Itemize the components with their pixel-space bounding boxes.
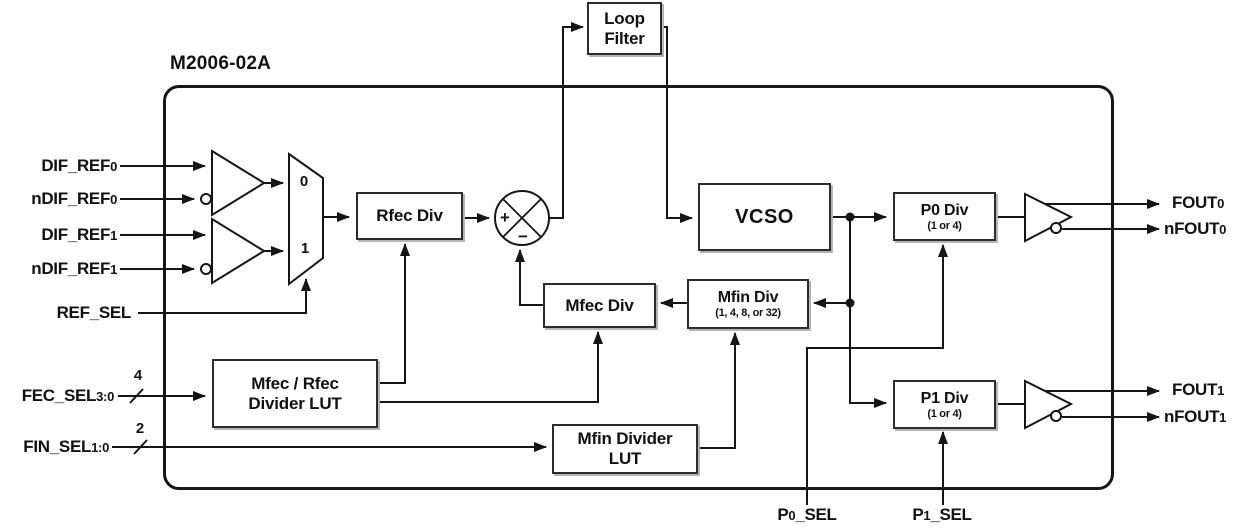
- port-text: nDIF_REF: [31, 189, 111, 208]
- mfin-divider-lut-block: Mfin Divider LUT: [552, 424, 698, 474]
- port-subscript: 0: [1217, 196, 1225, 211]
- port-ndif-ref0: nDIF_REF0: [0, 189, 117, 209]
- port-text: FOUT: [1172, 380, 1218, 399]
- block-label: Mfec / Rfec: [251, 373, 339, 393]
- block-label: P0 Div: [920, 201, 969, 219]
- vcso-block: VCSO: [698, 183, 831, 251]
- mux-input0-label: 0: [299, 173, 309, 190]
- fec-sel-bus-width: 4: [133, 367, 143, 384]
- port-subscript: 1:0: [91, 440, 109, 455]
- p0-sel-wire: [806, 244, 948, 505]
- port-subscript: 3:0: [96, 389, 114, 404]
- port-text: DIF_REF: [41, 156, 111, 175]
- port-subscript: 1: [110, 228, 117, 243]
- port-p0-sel: P0_SEL: [757, 505, 857, 525]
- mfin-div-block: Mfin Div (1, 4, 8, or 32): [687, 279, 809, 329]
- phase-detector-plus-sign: +: [500, 208, 510, 227]
- p1-div-block: P1 Div (1 or 4): [893, 380, 996, 429]
- port-ref-sel: REF_SEL: [0, 303, 132, 323]
- input-buffer1-icon: [211, 217, 266, 285]
- port-text: FOUT: [1172, 193, 1218, 212]
- inverting-input-bubble1-icon: [200, 263, 212, 275]
- ref-sel-wire: [138, 278, 311, 314]
- p0-div-block: P0 Div (1 or 4): [893, 192, 996, 241]
- port-nfout0: nFOUT0: [1164, 219, 1226, 239]
- phase-detector-cross-icon: [502, 198, 542, 238]
- vcso-feedback-to-p1-wire: [849, 217, 887, 408]
- block-sublabel: (1 or 4): [927, 407, 962, 420]
- junction-dot: [845, 212, 855, 222]
- port-dif-ref0: DIF_REF0: [0, 156, 117, 176]
- port-ndif-ref1: nDIF_REF1: [0, 259, 117, 279]
- port-text: DIF_REF: [41, 225, 111, 244]
- port-p1-sel: P1_SEL: [892, 505, 992, 525]
- port-text: P: [912, 505, 924, 524]
- port-fec-sel: FEC_SEL3:0: [0, 386, 115, 406]
- port-text: _SEL: [795, 505, 837, 524]
- phase-detector-minus-sign: −: [518, 227, 528, 246]
- input-buffer0-icon: [211, 149, 266, 217]
- port-text: nDIF_REF: [31, 259, 111, 278]
- port-subscript: 0: [788, 508, 796, 523]
- loop-filter-to-vcso-wire: [661, 26, 693, 223]
- chip-boundary-box: [163, 85, 1114, 490]
- block-label: Filter: [604, 28, 645, 48]
- port-fout1: FOUT1: [1172, 380, 1224, 400]
- block-sublabel: (1 or 4): [927, 219, 962, 232]
- fin-sel-bus-width: 2: [135, 420, 145, 437]
- rfec-div-block: Rfec Div: [356, 192, 463, 240]
- port-fout0: FOUT0: [1172, 193, 1224, 213]
- inverting-output-bubble0-icon: [1050, 222, 1062, 234]
- port-subscript: 0: [1219, 222, 1227, 237]
- block-label: Loop: [604, 8, 645, 28]
- port-subscript: 1: [110, 262, 117, 277]
- mfec-div-block: Mfec Div: [543, 283, 656, 328]
- port-nfout1: nFOUT1: [1164, 407, 1226, 427]
- mfec-rfec-divider-lut-block: Mfec / Rfec Divider LUT: [212, 359, 378, 428]
- output-buffer1-icon: [1024, 379, 1074, 430]
- loop-filter-block: Loop Filter: [587, 2, 662, 55]
- port-fin-sel: FIN_SEL1:0: [0, 437, 109, 457]
- block-label: Divider LUT: [248, 393, 342, 413]
- block-label: LUT: [608, 449, 642, 468]
- inverting-output-bubble1-icon: [1050, 410, 1062, 422]
- port-text: _SEL: [930, 505, 972, 524]
- mfec-div-to-phase-detector-wire: [515, 249, 543, 306]
- output-buffer0-icon: [1024, 192, 1074, 243]
- port-subscript: 1: [1219, 410, 1227, 425]
- port-text: nFOUT: [1164, 219, 1220, 238]
- fin-sel-bus-slash: [133, 439, 148, 455]
- block-label: Mfec Div: [565, 295, 634, 315]
- inverting-input-bubble0-icon: [200, 193, 212, 205]
- chip-title: M2006-02A: [170, 53, 272, 74]
- block-label: Mfin Div: [717, 289, 779, 306]
- block-label: Mfin Divider: [577, 429, 673, 448]
- port-text: P: [777, 505, 789, 524]
- block-label: P1 Div: [920, 389, 969, 407]
- fec-sel-bus-slash: [129, 388, 144, 404]
- mfin-lut-to-mfin-div-wire: [697, 332, 740, 449]
- port-dif-ref1: DIF_REF1: [0, 225, 117, 245]
- port-text: FEC_SEL: [21, 386, 97, 405]
- block-label: Rfec Div: [376, 206, 443, 225]
- lut-to-rfec-div-wire: [377, 243, 410, 384]
- phase-detector-to-loop-filter-wire: [549, 22, 584, 219]
- junction-dot: [845, 298, 855, 308]
- block-label: VCSO: [735, 206, 794, 228]
- port-text: REF_SEL: [56, 303, 132, 322]
- lut-to-mfec-div-wire: [377, 331, 603, 403]
- port-text: FIN_SEL: [23, 437, 92, 456]
- mux-input1-label: 1: [300, 240, 310, 257]
- reference-mux-icon: [288, 152, 324, 287]
- port-subscript: 1: [1217, 383, 1225, 398]
- port-subscript: 0: [110, 159, 117, 174]
- port-subscript: 0: [110, 192, 117, 207]
- port-text: nFOUT: [1164, 407, 1220, 426]
- port-subscript: 1: [923, 508, 931, 523]
- block-sublabel: (1, 4, 8, or 32): [715, 307, 781, 319]
